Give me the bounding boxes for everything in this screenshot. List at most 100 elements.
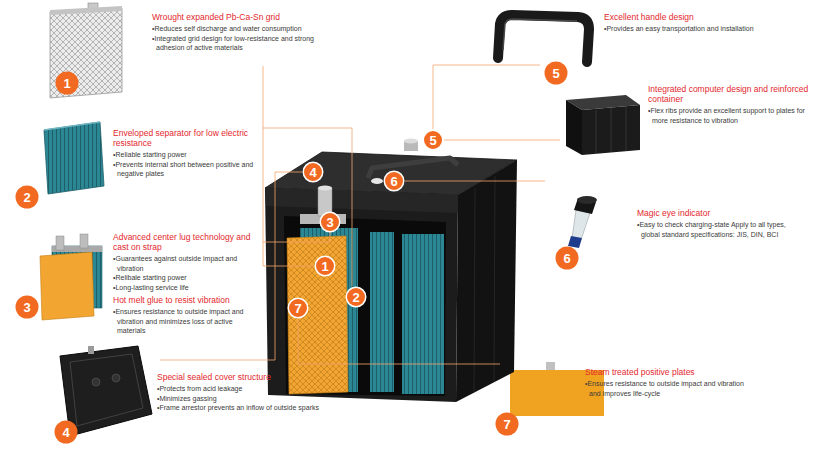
callout-number: 4 xyxy=(62,426,69,439)
leader-line xyxy=(263,232,330,242)
lug xyxy=(56,236,64,250)
callout-circle: 7 xyxy=(495,412,519,436)
callout-number: 6 xyxy=(563,252,570,265)
part-heading: Integrated computer design and reinforce… xyxy=(648,84,820,104)
callout-circle: 2 xyxy=(15,185,39,209)
battery-body xyxy=(265,139,517,403)
callout-text: Special sealed cover structure •Protects … xyxy=(157,372,327,413)
feature-bullet: •Integrated grid design for low-resistan… xyxy=(152,34,327,53)
feature-bullet: •Reduces self discharge and water consum… xyxy=(152,24,327,34)
terminal-top xyxy=(404,139,418,144)
magic-eye-illustration xyxy=(568,196,597,248)
feature-bullet: •Provides an easy transportation and ins… xyxy=(604,24,754,34)
part-heading: Enveloped separator for low electric res… xyxy=(113,128,258,148)
callout-number: 6 xyxy=(390,175,397,188)
plate-mesh xyxy=(287,236,348,394)
leader-line xyxy=(444,140,560,141)
circle-fill xyxy=(496,413,519,436)
callout-number: 5 xyxy=(429,134,436,147)
container-illustration xyxy=(566,95,640,155)
callout-text: Wrought expanded Pb-Ca-Sn grid •Reduces s… xyxy=(152,12,327,53)
separator-edge xyxy=(44,122,100,130)
plate-group-illustration xyxy=(40,234,102,320)
container-front xyxy=(582,105,640,155)
callout-text: Integrated computer design and reinforce… xyxy=(648,84,820,125)
side-rib xyxy=(474,188,475,392)
callout-circle: 4 xyxy=(54,420,78,444)
callout-circle: 6 xyxy=(555,246,579,270)
feature-bullet: •Relibale starting power xyxy=(113,273,258,283)
callout-circle: 5 xyxy=(544,61,568,85)
callout-circle: 3 xyxy=(15,295,39,319)
circle-fill xyxy=(303,162,323,182)
callout-number: 3 xyxy=(23,301,30,314)
callout-text: Excellent handle design•Provides an easy… xyxy=(604,12,754,34)
part-heading: Hot melt glue to resist vibration xyxy=(113,295,258,305)
callout-circle: 6 xyxy=(383,170,405,192)
circle-fill xyxy=(545,62,568,85)
terminal-top xyxy=(318,186,332,191)
handle-illustration xyxy=(498,15,589,62)
circle-fill xyxy=(16,186,39,209)
callout-number: 2 xyxy=(352,291,359,304)
side-rib xyxy=(494,176,495,381)
feature-bullet: •Easy to check charging-state Apply to a… xyxy=(637,220,797,239)
circle-fill xyxy=(423,130,443,150)
eye-ball xyxy=(568,236,582,248)
orange-plate xyxy=(40,252,94,320)
callout-circle: 4 xyxy=(302,161,324,183)
part-heading: Wrought expanded Pb-Ca-Sn grid xyxy=(152,12,327,22)
flex-rib xyxy=(626,107,627,151)
separator-illustration xyxy=(44,122,104,194)
cell-plates xyxy=(402,234,444,394)
cell-plates xyxy=(370,232,394,392)
circle-fill xyxy=(556,247,579,270)
callout-number: 3 xyxy=(326,216,333,229)
callout-number: 1 xyxy=(63,77,70,90)
eye-top xyxy=(577,196,597,204)
circle-fill xyxy=(55,421,78,444)
feature-bullet: •Prevents internal short between positiv… xyxy=(113,160,258,179)
feature-bullet: •Ensures resistance to outside impact an… xyxy=(113,307,258,336)
grid-mesh xyxy=(50,8,122,98)
feature-bullet: •Ensures resistance to outside impact an… xyxy=(585,379,755,398)
feature-bullet: •Long-lasting service life xyxy=(113,283,258,293)
circle-fill xyxy=(320,212,340,232)
cover-cap xyxy=(112,374,120,382)
callout-circle: 1 xyxy=(314,255,336,277)
flex-rib xyxy=(611,108,612,152)
callout-text: Steam treated positive plates •Ensures re… xyxy=(585,367,755,398)
battery-side xyxy=(456,160,517,402)
grid-frame xyxy=(50,6,122,15)
battery-front xyxy=(265,188,458,402)
lid-strip xyxy=(265,188,458,213)
part-heading: Special sealed cover structure xyxy=(157,372,327,382)
part-heading: Advanced center lug technology and cast … xyxy=(113,232,258,252)
callout-number: 4 xyxy=(309,166,316,179)
callout-number: 7 xyxy=(294,302,301,315)
leader-line xyxy=(160,172,302,360)
grid-illustration xyxy=(50,3,122,98)
part-heading: Steam treated positive plates xyxy=(585,367,755,377)
lug xyxy=(80,234,88,248)
callout-circle: 2 xyxy=(345,286,367,308)
feature-bullet: •Reliable starting power xyxy=(113,150,258,160)
callout-circle: 3 xyxy=(319,211,341,233)
callout-number: 5 xyxy=(552,67,559,80)
callout-number: 1 xyxy=(321,260,328,273)
feature-bullet: •Protects from acid leakage xyxy=(157,384,327,394)
cover-frame xyxy=(70,354,143,426)
grid-panel xyxy=(50,8,122,98)
cover-cap xyxy=(92,378,100,386)
feature-bullet: •Frame arrestor prevents an inflow of ou… xyxy=(157,403,327,413)
separator-sheet xyxy=(44,122,104,194)
leader-line xyxy=(298,319,500,364)
flex-rib xyxy=(596,110,597,153)
container-side xyxy=(566,100,582,155)
plate-tab xyxy=(546,362,555,371)
callout-circle: 5 xyxy=(422,129,444,151)
leader-line xyxy=(263,128,352,286)
cover-post xyxy=(88,346,94,354)
circle-fill xyxy=(346,287,366,307)
